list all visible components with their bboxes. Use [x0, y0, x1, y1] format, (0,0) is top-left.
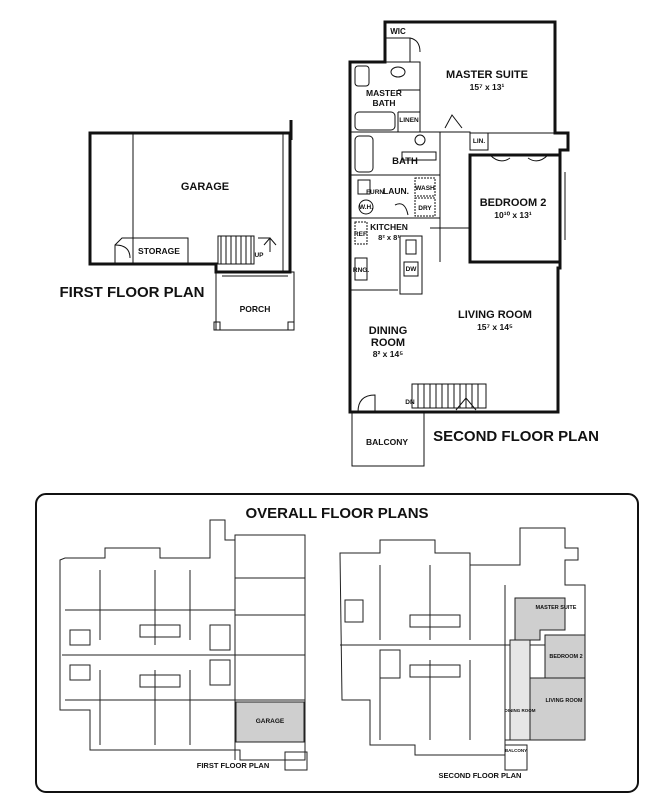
washer-label: WASH	[415, 185, 435, 192]
storage-label: STORAGE	[138, 246, 180, 256]
dining-room-dimensions: 8² x 14⁵	[373, 349, 403, 359]
master-bath-label-line2: BATH	[373, 98, 396, 108]
living-room-dimensions: 15⁷ x 14⁵	[477, 322, 513, 332]
overall-first-floor-drawing	[59, 519, 308, 771]
kitchen-dimensions: 8² x 8¹	[378, 233, 400, 242]
laundry-label: LAUN.	[383, 186, 409, 196]
overall-first-floor-label: FIRST FLOOR PLAN	[197, 761, 270, 770]
overall-garage-highlight	[235, 701, 305, 743]
overall-balcony-label: BALCONY	[505, 748, 527, 753]
bath-label: BATH	[392, 156, 418, 167]
garage-label: GARAGE	[181, 181, 229, 193]
dishwasher-label: DW	[406, 266, 418, 273]
furnace-label: FURN.	[366, 189, 386, 196]
balcony-label: BALCONY	[366, 437, 408, 447]
master-bath-label-line1: MASTER	[366, 88, 402, 98]
first-floor-plan: GARAGE STORAGE UP PORCH FIRST FLOOR PLAN	[60, 120, 295, 331]
master-suite-label: MASTER SUITE	[446, 69, 528, 81]
overall-second-floor-drawing	[339, 527, 586, 771]
porch-label: PORCH	[240, 304, 271, 314]
linen-label: LINEN	[399, 117, 419, 124]
refrigerator-label: REF.	[354, 231, 368, 238]
overall-dining-room-label: DINING ROOM	[505, 708, 536, 713]
dining-room-label-line2: ROOM	[371, 337, 405, 349]
overall-second-floor-label: SECOND FLOOR PLAN	[439, 771, 522, 780]
dining-room-label-line1: DINING	[369, 325, 408, 337]
overall-floor-plans-panel: OVERALL FLOOR PLANS GARAGE	[35, 493, 639, 793]
dryer-label: DRY	[418, 205, 432, 212]
kitchen-label: KITCHEN	[370, 222, 408, 232]
overall-master-suite-label: MASTER SUITE	[536, 605, 577, 611]
stair-up-label: UP	[254, 252, 264, 259]
wic-label: WIC	[390, 27, 406, 36]
first-floor-title: FIRST FLOOR PLAN	[60, 284, 205, 301]
master-suite-dimensions: 15⁷ x 13¹	[470, 82, 505, 92]
bedroom2-dimensions: 10¹⁰ x 13¹	[494, 210, 532, 220]
overall-garage-label: GARAGE	[256, 718, 285, 725]
second-floor-plan: WIC MASTER SUITE 15⁷ x 13¹ MASTER BATH L…	[348, 20, 599, 467]
bedroom2-label: BEDROOM 2	[480, 197, 547, 209]
second-floor-title: SECOND FLOOR PLAN	[433, 428, 599, 445]
lin-label: LIN.	[473, 138, 485, 145]
overall-unit-highlight	[509, 597, 586, 741]
stair-down-label: DN	[405, 399, 415, 406]
living-room-label: LIVING ROOM	[458, 309, 532, 321]
overall-living-room-label: LIVING ROOM	[546, 698, 583, 704]
overall-title: OVERALL FLOOR PLANS	[245, 505, 428, 522]
water-heater-label: W.H.	[359, 204, 373, 211]
range-label: RNG.	[353, 267, 369, 274]
overall-bedroom2-label: BEDROOM 2	[549, 654, 582, 660]
